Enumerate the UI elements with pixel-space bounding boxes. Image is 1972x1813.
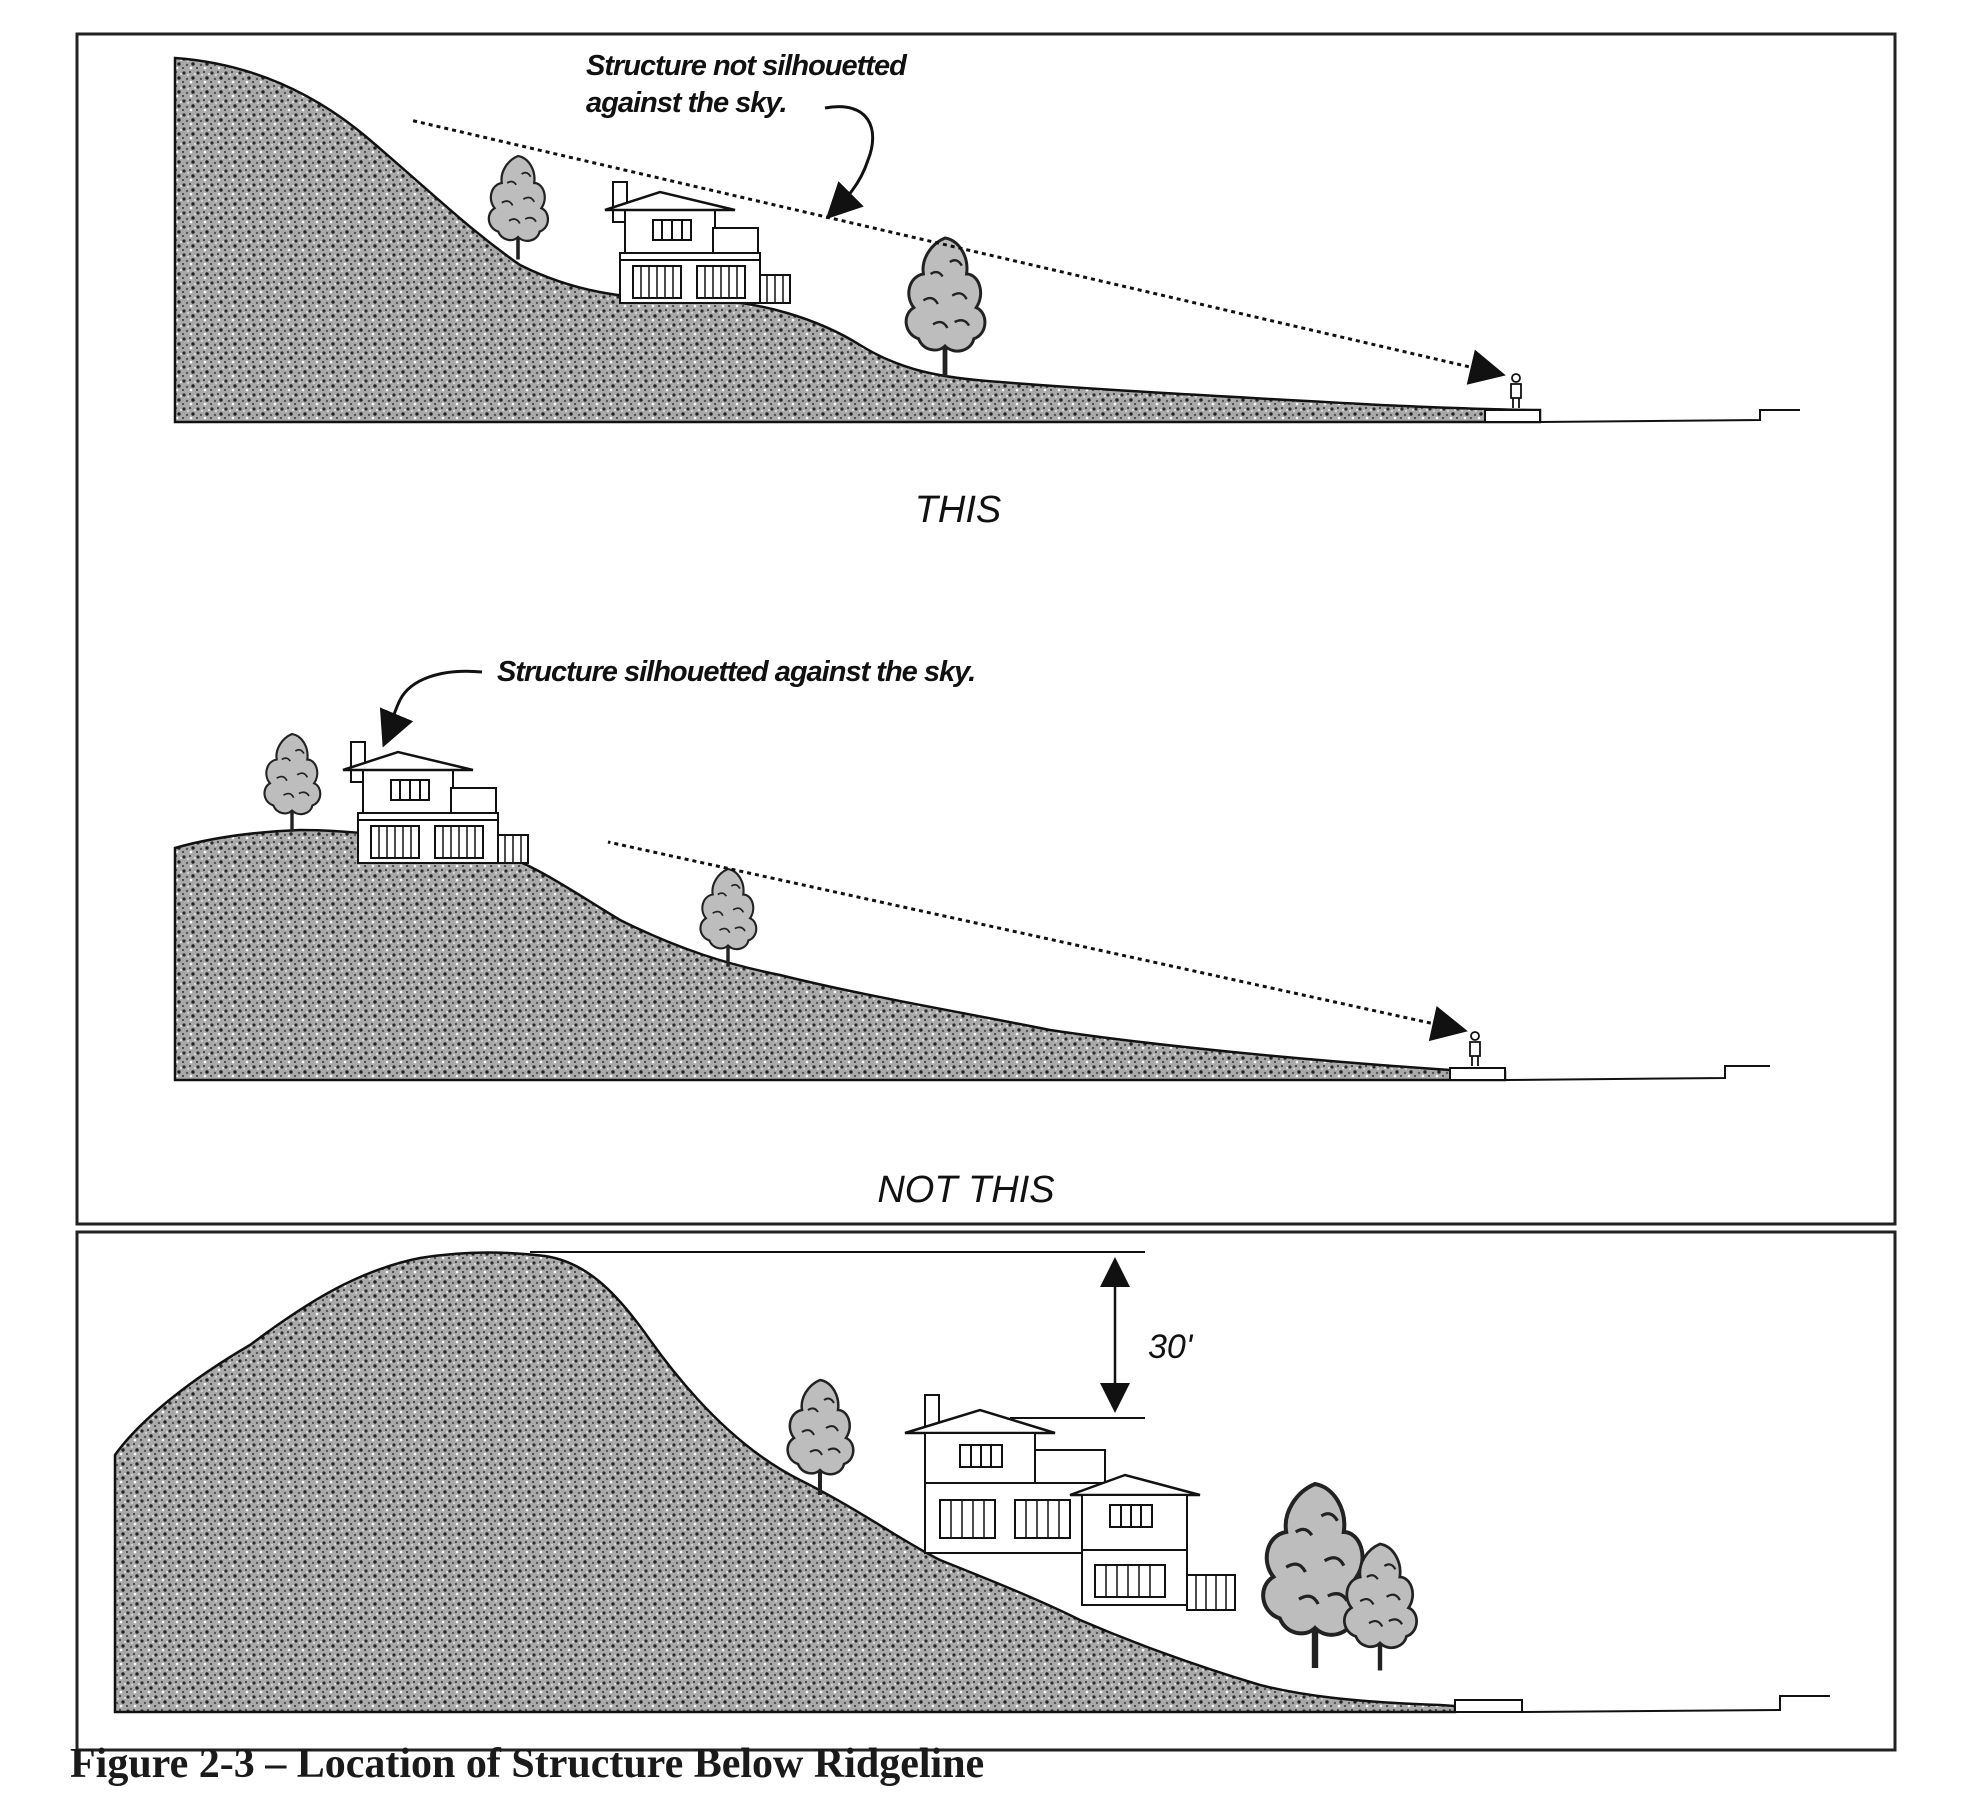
street-not-this	[1504, 1065, 1770, 1081]
street-ridgeline	[1521, 1695, 1830, 1713]
annotation-not-this: Structure silhouetted against the sky.	[497, 656, 975, 688]
tree-slope-not-this	[698, 867, 758, 969]
upper-frame	[75, 32, 1897, 1226]
house-lower-ridgeline	[1069, 1473, 1236, 1611]
sightline-arrow-this	[409, 118, 1506, 385]
ridge-terrain	[113, 1251, 1457, 1714]
street-this	[1539, 409, 1800, 423]
callout-arrow-this	[824, 105, 875, 220]
callout-arrow-not-this	[379, 669, 483, 748]
height-dimension-label: 30'	[1148, 1328, 1194, 1366]
sidewalk-ridgeline	[1454, 1699, 1523, 1713]
lower-frame	[75, 1230, 1897, 1752]
annotation-this-line1: Structure not silhouetted	[586, 50, 908, 82]
house-upper-ridgeline	[904, 1394, 1106, 1554]
panel-this: Structure not silhouetted against the sk…	[173, 50, 1800, 531]
sightline-arrow-not-this	[607, 840, 1468, 1042]
tree-large-ridgeline	[1263, 1484, 1368, 1668]
terrain-slope-this	[173, 56, 1542, 424]
label-this: THIS	[915, 489, 1002, 531]
terrain-slope-not-this	[173, 828, 1507, 1082]
panel-ridgeline: 30'	[113, 1251, 1830, 1714]
figure-caption: Figure 2-3 – Location of Structure Below…	[70, 1741, 985, 1787]
sidewalk-this	[1484, 409, 1541, 423]
tree-upper-this	[487, 154, 550, 262]
tree-lower-this	[906, 238, 985, 376]
annotation-this-line2: against the sky.	[586, 87, 787, 119]
label-not-this: NOT THIS	[877, 1169, 1054, 1211]
tree-left-not-this	[262, 732, 322, 834]
sidewalk-not-this	[1449, 1067, 1506, 1081]
panel-not-this: Structure silhouetted against the sky. N…	[173, 656, 1770, 1211]
viewer-person-not-this	[1469, 1031, 1481, 1067]
house-this	[603, 180, 792, 305]
viewer-person-this	[1510, 373, 1522, 409]
house-not-this	[341, 740, 530, 865]
